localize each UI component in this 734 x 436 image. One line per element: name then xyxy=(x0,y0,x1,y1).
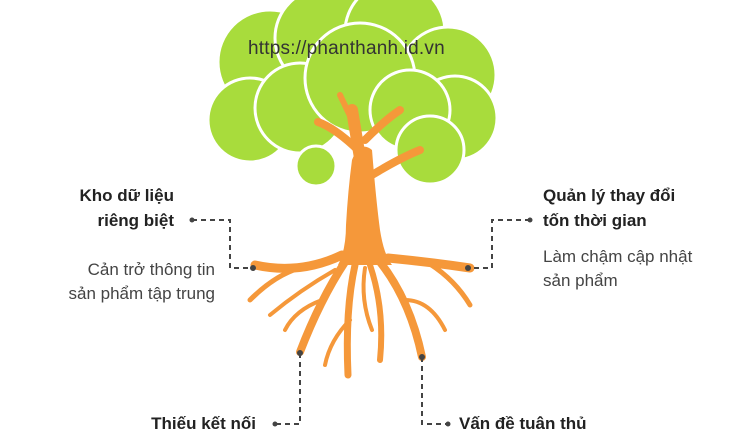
connector-dot xyxy=(419,354,425,360)
connector-dot xyxy=(445,421,451,427)
connector-bottom-right xyxy=(421,357,448,425)
tree-trunk xyxy=(338,146,392,265)
callout-desc-top-right: Làm chậm cập nhật sản phẩm xyxy=(543,247,693,290)
callout-title-top-left: Kho dữ liệu riêng biệt xyxy=(79,186,174,230)
connector-dot xyxy=(189,217,195,223)
callout-title-bottom-right: Vấn đề tuân thủ xyxy=(459,414,587,433)
connector-top-left xyxy=(192,219,253,269)
connector-bottom-left xyxy=(275,353,301,425)
connector-dot xyxy=(465,265,471,271)
tree-canopy xyxy=(206,0,499,188)
callout-desc-top-left: Cản trở thông tin sản phẩm tập trung xyxy=(68,260,215,303)
callout-title-bottom-left: Thiếu kết nối xyxy=(151,414,256,433)
connector-dot xyxy=(297,350,303,356)
connector-dot xyxy=(527,217,533,223)
connector-dots xyxy=(189,217,533,427)
connector-dot xyxy=(272,421,278,427)
connector-dot xyxy=(250,265,256,271)
callout-title-top-right: Quản lý thay đổi tốn thời gian xyxy=(543,186,676,230)
callout-connectors xyxy=(192,219,530,425)
watermark-url: https://phanthanh.id.vn xyxy=(248,38,445,59)
connector-top-right xyxy=(468,219,530,269)
tree-roots xyxy=(247,250,475,379)
